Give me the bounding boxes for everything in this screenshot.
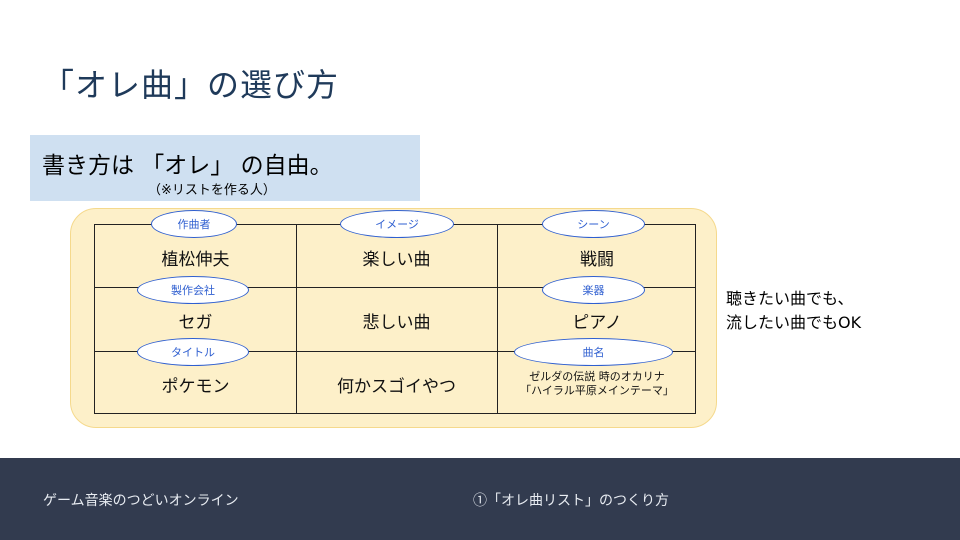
footer-event-name: ゲーム音楽のつどいオンライン: [43, 493, 239, 509]
subtitle-box: 書き方は 「オレ」 の自由。 （※リストを作る人）: [30, 135, 420, 201]
slide-title: 「オレ曲」の選び方: [42, 66, 340, 104]
song-name-line-2: 「ハイラル平原メインテーマ」: [520, 383, 674, 397]
table-divider: [95, 287, 695, 288]
side-note-line-1: 聴きたい曲でも、: [726, 289, 854, 308]
example-table: 植松伸夫 楽しい曲 戦闘 セガ 悲しい曲 ピアノ ポケモン 何かスゴイやつ ゼル…: [94, 224, 696, 414]
table-cell-company: セガ: [178, 312, 213, 333]
table-cell-composer: 植松伸夫: [161, 249, 230, 270]
table-cell-instrument: ピアノ: [572, 312, 622, 333]
table-cell-song-name: ゼルダの伝説 時のオカリナ 「ハイラル平原メインテーマ」: [497, 351, 697, 414]
footer-bar: ゲーム音楽のつどいオンライン ①「オレ曲リスト」のつくり方: [0, 458, 960, 540]
table-divider: [497, 225, 498, 413]
table-cell-other: 何かスゴイやつ: [337, 377, 456, 397]
subtitle-note: （※リストを作る人）: [148, 183, 276, 198]
side-note: 聴きたい曲でも、 流したい曲でもOK: [726, 287, 861, 335]
side-note-line-2: 流したい曲でもOK: [726, 313, 862, 332]
tag-scene: シーン: [542, 210, 645, 238]
subtitle-main: 書き方は 「オレ」 の自由。: [42, 153, 333, 179]
tag-composer: 作曲者: [151, 210, 237, 238]
tag-image: イメージ: [340, 210, 454, 238]
table-background: [70, 208, 717, 428]
table-cell-image: 楽しい曲: [362, 249, 431, 270]
song-name-line-1: ゼルダの伝説 時のオカリナ: [529, 369, 665, 383]
tag-title: タイトル: [137, 338, 249, 366]
table-divider: [296, 225, 297, 413]
table-cell-title: ポケモン: [161, 377, 230, 397]
table-cell-mood: 悲しい曲: [362, 312, 431, 333]
footer-section-name: ①「オレ曲リスト」のつくり方: [473, 493, 669, 509]
table-divider: [95, 351, 695, 352]
table-cell-scene: 戦闘: [580, 249, 614, 270]
tag-instrument: 楽器: [542, 276, 645, 304]
tag-song-name: 曲名: [514, 338, 673, 366]
tag-company: 製作会社: [137, 276, 249, 304]
